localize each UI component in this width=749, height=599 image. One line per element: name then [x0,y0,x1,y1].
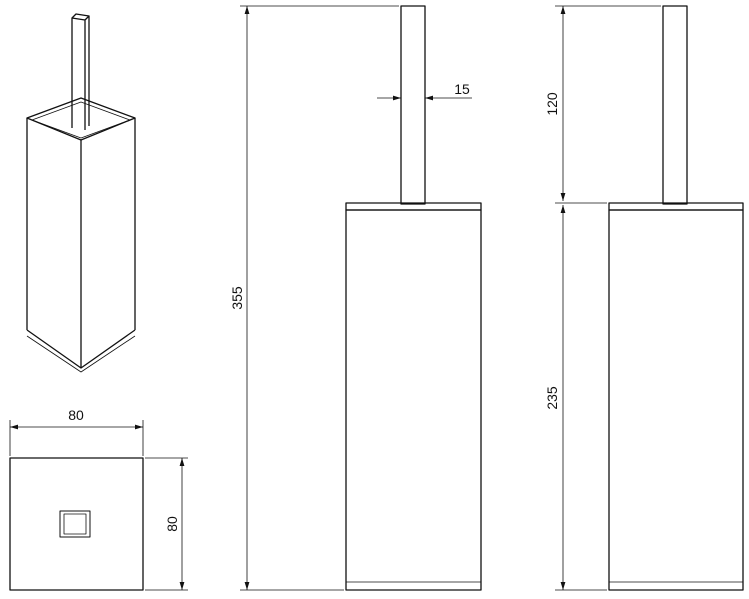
handle-width-label: 15 [454,81,470,97]
iso-body [26,118,136,369]
iso-handle [71,13,90,130]
top-depth-label: 80 [164,516,180,532]
iso-lid [26,97,136,141]
front-handle [400,5,426,205]
handle-height-label: 120 [544,92,560,116]
total-height-label: 355 [229,286,245,310]
top-view-handle-outer [59,510,91,538]
side-handle [662,5,688,205]
top-width-label: 80 [68,407,84,423]
isometric-view [26,13,136,373]
front-body [345,209,482,591]
side-body [608,209,744,591]
top-view-handle-inner [63,513,87,535]
iso-base [26,335,136,373]
top-view [9,420,188,591]
top-view-outline [9,457,144,591]
side-view [555,5,744,591]
body-height-label: 235 [544,386,560,410]
iso-lid-inner [31,101,131,139]
front-view [240,5,482,591]
